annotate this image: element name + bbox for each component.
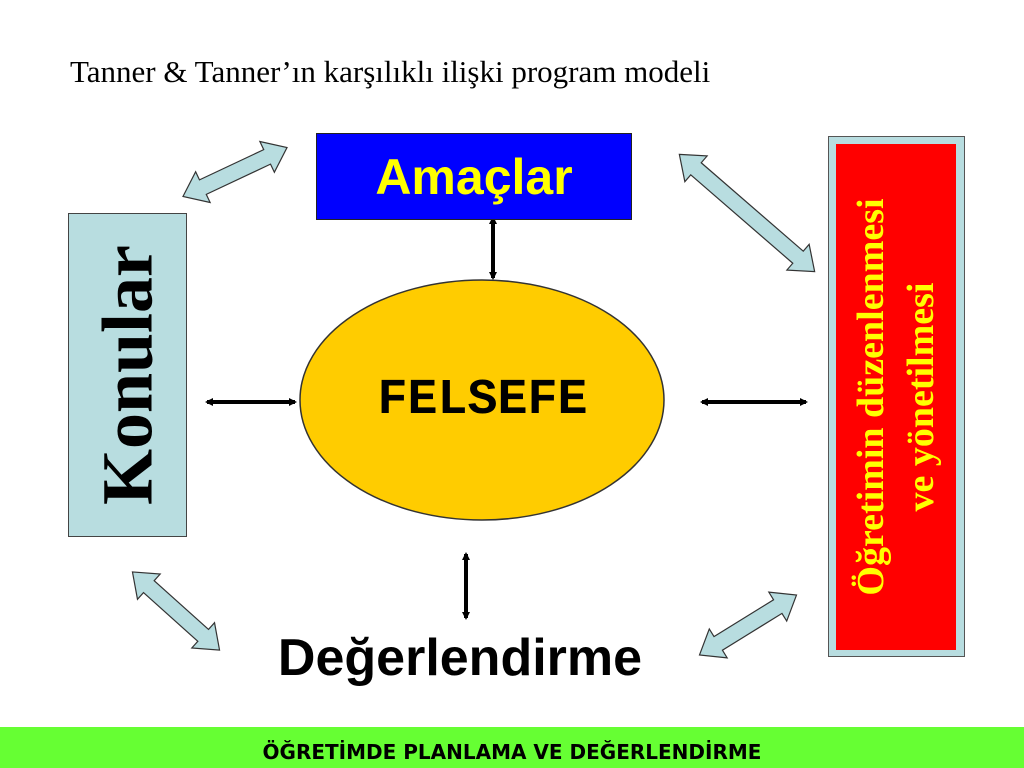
ogretim-label-line2: ve yönetilmesi xyxy=(900,282,942,512)
felsefe-label: FELSEFE xyxy=(377,371,588,429)
konular-label: Konular xyxy=(87,244,167,506)
amaclar-box: Amaçlar xyxy=(316,133,632,220)
degerlendirme-label: Değerlendirme xyxy=(277,629,643,687)
block-arrow-amaclar-ogretim xyxy=(678,153,816,273)
block-arrow-konular-degerlendirme xyxy=(131,571,221,651)
block-arrow-konular-amaclar xyxy=(182,140,288,204)
footer-band: ÖĞRETİMDE PLANLAMA VE DEĞERLENDİRME xyxy=(0,727,1024,768)
ogretim-label-line1: Öğretimin düzenlenmesi xyxy=(850,198,892,596)
slide-title: Tanner & Tanner’ın karşılıklı ilişki pro… xyxy=(70,54,711,89)
konular-box: Konular xyxy=(68,213,187,537)
felsefe-ellipse xyxy=(299,279,665,521)
block-arrow-degerlendirme-ogretim xyxy=(698,591,798,659)
